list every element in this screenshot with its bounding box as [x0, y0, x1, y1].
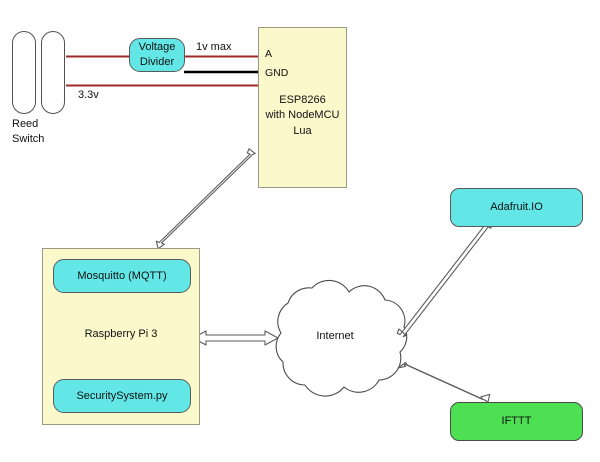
raspberry-pi-label: Raspberry Pi 3	[84, 328, 158, 340]
wire-label-3v3: 3.3v	[78, 89, 99, 101]
internet-cloud-shape	[275, 279, 408, 397]
esp8266-label: ESP8266 with NodeMCU Lua	[265, 94, 340, 137]
security-system-py-label: SecuritySystem.py	[76, 389, 168, 402]
esp8266-pin-gnd-label: GND	[265, 67, 289, 79]
mosquitto-mqtt-label: Mosquitto (MQTT)	[77, 269, 167, 282]
reed-switch-bar-right	[41, 31, 65, 114]
arrow-internet-to-ifttt	[397, 361, 491, 404]
internet-label: Internet	[316, 330, 354, 342]
arrow-internet-to-adafruit	[396, 218, 492, 338]
ifttt-label: IFTTT	[501, 415, 532, 428]
adafruit-io-label: Adafruit.IO	[490, 201, 543, 214]
esp8266-pin-a-label: A	[265, 48, 273, 60]
security-system-py-node[interactable]: SecuritySystem.py	[53, 379, 191, 413]
reed-switch-bar-left	[12, 31, 36, 114]
reed-switch-label: Reed Switch	[12, 118, 45, 145]
voltage-divider-label: Voltage Divider	[138, 41, 176, 68]
arrow-esp-to-mosquitto	[155, 148, 256, 250]
esp8266-node[interactable]: A GND ESP8266 with NodeMCU Lua	[258, 27, 347, 188]
wire-label-1v-max: 1v max	[196, 41, 232, 53]
voltage-divider-node[interactable]: Voltage Divider	[129, 38, 185, 72]
arrow-rpi-to-internet	[192, 330, 279, 346]
raspberry-pi-node[interactable]: Mosquitto (MQTT) Raspberry Pi 3 Security…	[42, 248, 200, 425]
ifttt-node[interactable]: IFTTT	[450, 402, 583, 441]
adafruit-io-node[interactable]: Adafruit.IO	[450, 188, 583, 227]
mosquitto-mqtt-node[interactable]: Mosquitto (MQTT)	[53, 259, 191, 293]
